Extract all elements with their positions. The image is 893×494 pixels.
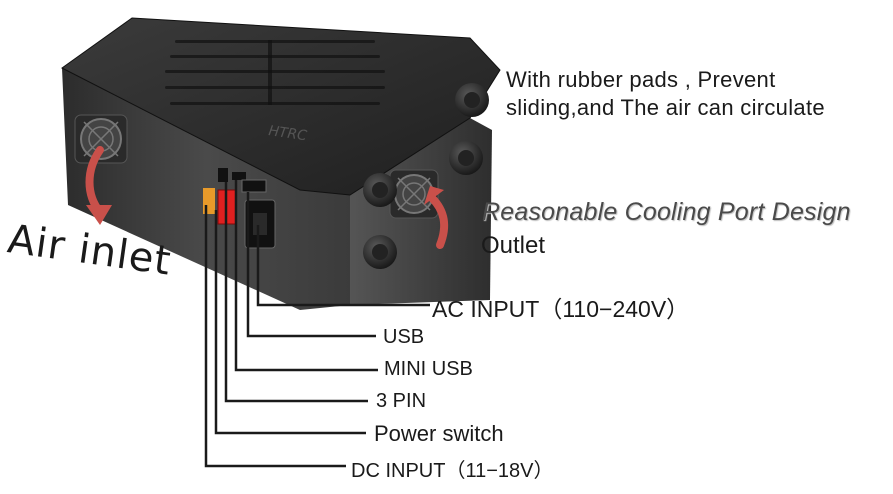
dc-input-label: DC INPUT（11−18V） xyxy=(351,460,554,482)
mini-usb-label: MINI USB xyxy=(384,358,473,380)
brand-logo: HTRC xyxy=(267,123,308,144)
cooling-port-label: Reasonable Cooling Port Design xyxy=(482,198,851,226)
ac-input-label: AC INPUT（110−240V） xyxy=(432,296,690,322)
power-switch-label: Power switch xyxy=(374,421,504,446)
outlet-label: Outlet xyxy=(481,232,546,259)
rubber-pads-line-2: sliding,and The air can circulate xyxy=(506,95,825,120)
mini-usb-port xyxy=(232,172,246,180)
outlet-arrow-icon xyxy=(428,194,449,249)
top-vent-pattern xyxy=(165,40,385,105)
usb-label: USB xyxy=(383,326,425,348)
usb-port xyxy=(241,179,267,193)
outlet-fan-icon xyxy=(389,169,439,219)
rubber-pads-line-1: With rubber pads , Prevent xyxy=(506,67,776,92)
rubber-pad-icon xyxy=(363,83,489,269)
inlet-fan-icon xyxy=(74,114,128,164)
three-pin-port xyxy=(218,168,228,182)
leader-lines xyxy=(204,180,430,468)
three-pin-label: 3 PIN xyxy=(376,390,427,412)
rubber-pads-label: With rubber pads , Prevent sliding,and T… xyxy=(506,66,825,122)
